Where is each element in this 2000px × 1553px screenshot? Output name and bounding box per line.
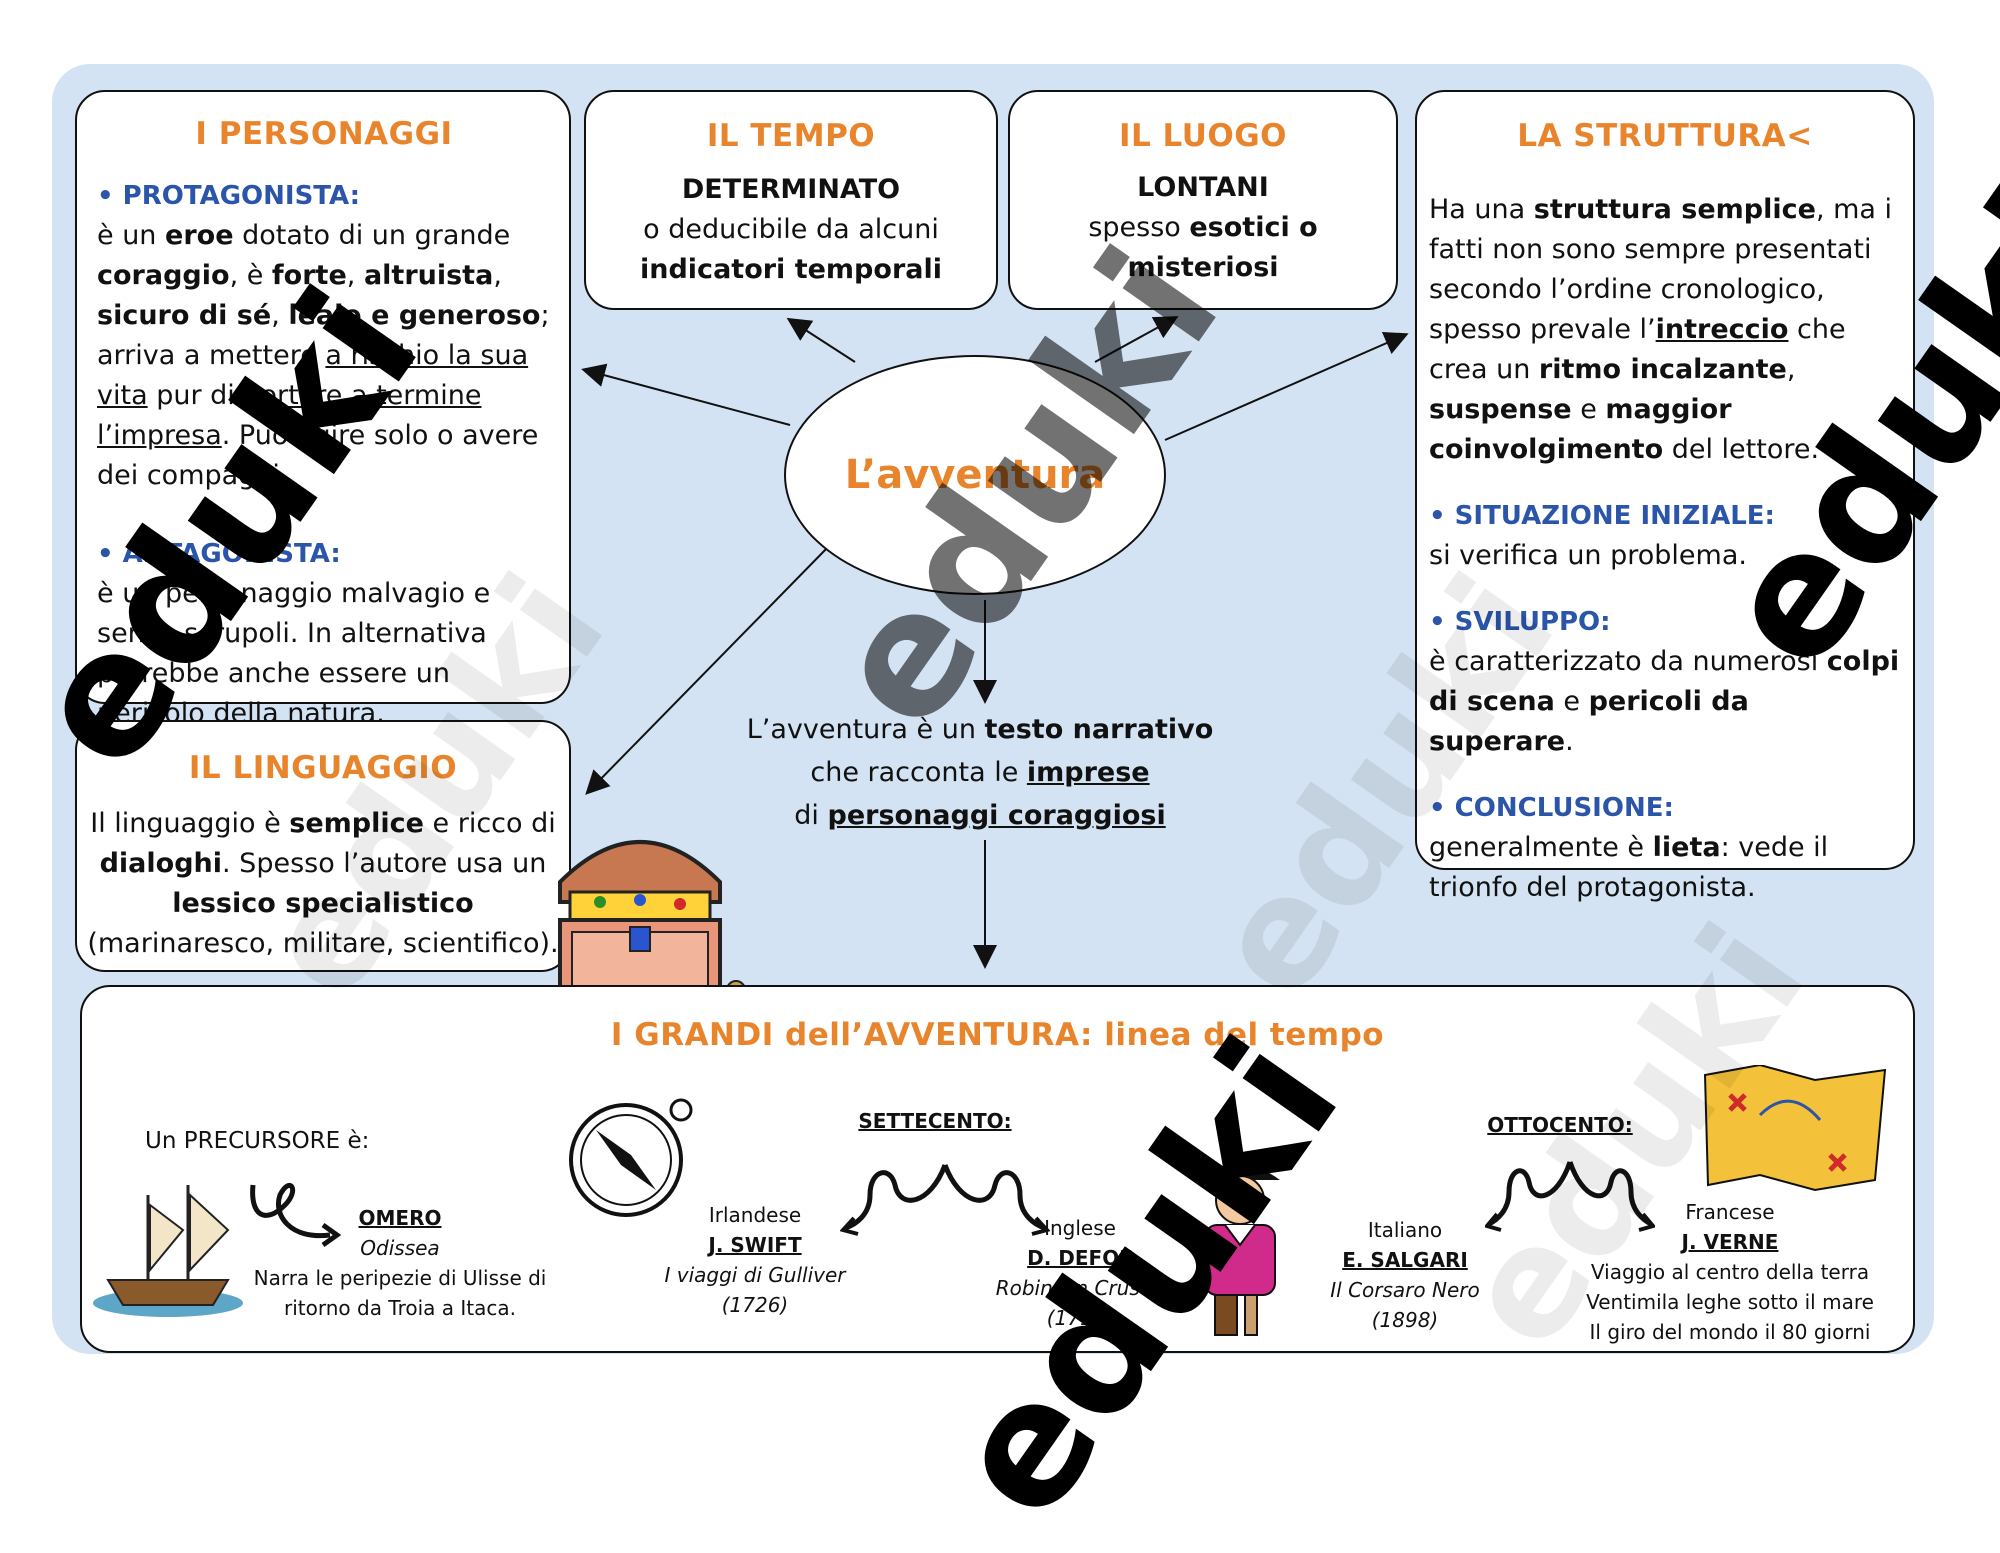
ship-icon — [93, 1185, 243, 1317]
situazione-iniziale-label: • SITUAZIONE INIZIALE: — [1429, 501, 1775, 531]
pirate-icon — [1200, 1165, 1280, 1336]
timeline-title: I GRANDI dell’AVVENTURA: linea del tempo — [610, 1017, 1385, 1053]
verne-entry: Francese J. VERNE Viaggio al centro dell… — [1586, 1200, 1874, 1344]
luogo-title: IL LUOGO — [1118, 118, 1288, 154]
sviluppo-label: • SVILUPPO: — [1429, 607, 1611, 637]
double-curly-arrow-ottocento — [1485, 1161, 1655, 1232]
defoe-name: D. DEFOE — [1027, 1246, 1133, 1270]
salgari-entry: Italiano E. SALGARI Il Corsaro Nero (189… — [1330, 1218, 1480, 1332]
struttura-title: LA STRUTTURA< — [1517, 118, 1813, 154]
double-curly-arrow-settecento — [840, 1164, 1050, 1236]
arrow-to-personaggi — [581, 363, 791, 426]
struttura-box: LA STRUTTURA< Ha una struttura semplice,… — [1415, 90, 1915, 903]
timeline-box: I GRANDI dell’AVVENTURA: linea del tempo — [80, 985, 1915, 1353]
linguaggio-title: IL LINGUAGGIO — [188, 750, 458, 786]
arrow-to-tempo — [786, 317, 856, 363]
omero-entry: OMERO Odissea Narra le peripezie di Ulis… — [253, 1206, 547, 1320]
conclusione-label: • CONCLUSIONE: — [1429, 793, 1674, 823]
tempo-title: IL TEMPO — [706, 118, 876, 154]
swift-entry: Irlandese J. SWIFT I viaggi di Gulliver … — [664, 1203, 846, 1317]
defoe-entry: Inglese D. DEFOE Robinson Crusoe (1719) — [995, 1216, 1165, 1330]
tempo-box: IL TEMPO DETERMINATO o deducibile da alc… — [584, 90, 998, 310]
connector-arrows — [581, 316, 1409, 969]
luogo-box: IL LUOGO LONTANI spesso esotici o mister… — [1008, 90, 1398, 310]
arrow-to-linguaggio — [585, 544, 831, 795]
precursore-label: Un PRECURSORE è: — [145, 1128, 370, 1154]
swift-name: J. SWIFT — [708, 1233, 802, 1257]
ottocento-label: OTTOCENTO: — [1487, 1113, 1633, 1137]
arrow-to-struttura — [1164, 332, 1409, 441]
linguaggio-box: IL LINGUAGGIO Il linguaggio è semplice e… — [75, 720, 571, 972]
center-title: L’avventura — [844, 452, 1106, 498]
antagonista-label: • ANTAGONISTA: — [97, 539, 341, 569]
personaggi-title: I PERSONAGGI — [195, 116, 453, 152]
arrow-to-luogo — [1094, 316, 1179, 363]
center-definition: L’avventura è un testo narrativo che rac… — [746, 714, 1214, 831]
center-ellipse: L’avventura — [784, 355, 1166, 595]
protagonista-label: • PROTAGONISTA: — [97, 181, 361, 211]
protagonista-text: • PROTAGONISTA: è un eroe dotato di un g… — [97, 176, 551, 496]
salgari-name: E. SALGARI — [1342, 1248, 1468, 1272]
compass-icon — [569, 1098, 693, 1217]
curly-arrow-omero — [250, 1182, 342, 1248]
antagonista-text: • ANTAGONISTA: è un personaggio malvagio… — [97, 534, 551, 734]
verne-name: J. VERNE — [1681, 1230, 1779, 1254]
omero-name: OMERO — [358, 1206, 442, 1230]
treasure-map-icon — [1703, 1065, 1887, 1192]
settecento-label: SETTECENTO: — [858, 1109, 1012, 1133]
personaggi-box: I PERSONAGGI • PROTAGONISTA: è un eroe d… — [75, 90, 571, 729]
